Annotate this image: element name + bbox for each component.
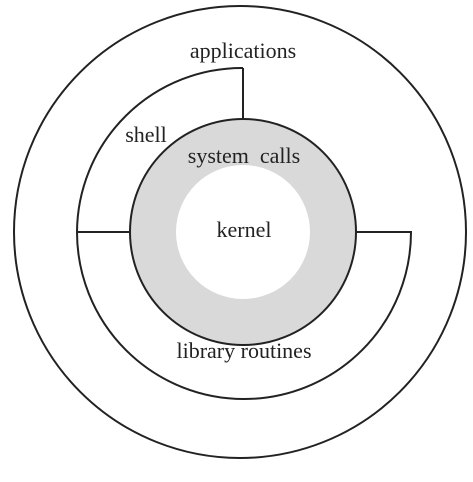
kernel-core	[176, 165, 310, 299]
system-calls-label: system calls	[188, 143, 300, 168]
shell-region-boundary	[75, 66, 244, 233]
library-routines-label: library routines	[176, 338, 311, 363]
library-routines-region-boundary	[76, 231, 413, 400]
applications-label: applications	[190, 38, 296, 63]
kernel-label: kernel	[217, 217, 272, 242]
applications-ring	[13, 5, 467, 459]
shell-label: shell	[125, 122, 167, 147]
